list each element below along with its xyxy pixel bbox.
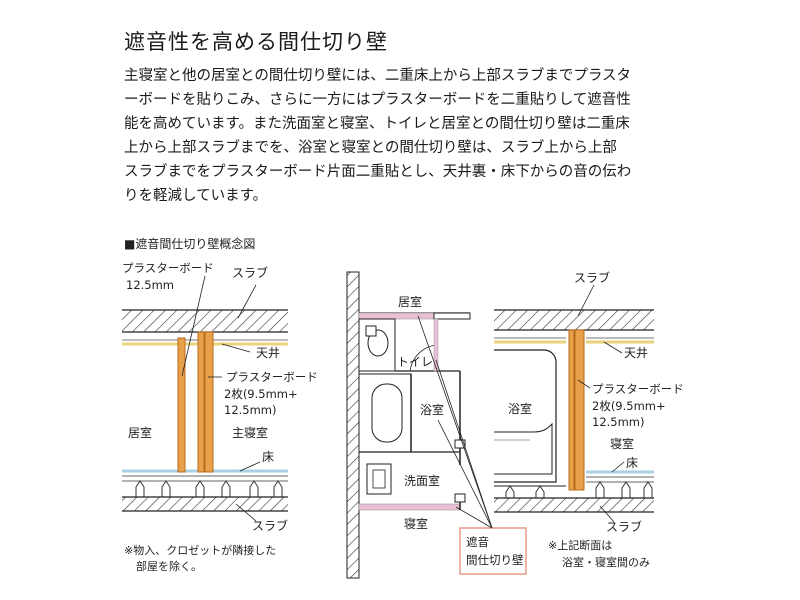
description-line: 能を高めています。また洗面室と寝室、トイレと居室との間仕切り壁は二重床 bbox=[124, 116, 630, 132]
figure-caption: ■遮音間仕切り壁概念図 bbox=[124, 236, 255, 251]
bottom-slab-right bbox=[494, 498, 654, 512]
page-title: 遮音性を高める間仕切り壁 bbox=[124, 30, 388, 54]
label-bath-right: 浴室 bbox=[508, 401, 532, 416]
top-slab-right bbox=[494, 310, 654, 330]
label-room-right: 主寝室 bbox=[232, 425, 268, 440]
sound-wall-living bbox=[358, 312, 435, 320]
gypsum-board-right-outer bbox=[574, 329, 585, 491]
description-line: りを軽減しています。 bbox=[124, 188, 268, 204]
description-line: 上から上部スラブまでを、浴室と寝室との間仕切り壁は、スラブ上から上部 bbox=[124, 140, 617, 156]
legend-box bbox=[459, 527, 527, 575]
right-section-diagram: スラブ 天井 浴室 プラスターボード 2枚(9.5mm+ 12.5mm) 寝室 … bbox=[494, 270, 684, 569]
label-ceiling: 天井 bbox=[256, 346, 280, 360]
note-line-2: 部屋を除く。 bbox=[136, 559, 202, 573]
label-board-single-size: 12.5mm bbox=[126, 278, 174, 292]
legend-line-2: 間仕切り壁 bbox=[466, 553, 524, 567]
label-room-left: 居室 bbox=[128, 425, 152, 440]
label-board-double-size-1: 2枚(9.5mm+ bbox=[224, 387, 298, 401]
description-line: ーボードを貼りこみ、さらに一方にはプラスターボードを二重貼りして遮音性 bbox=[124, 92, 631, 108]
top-slab bbox=[122, 310, 288, 332]
note-right-line-1: ※上記断面は bbox=[548, 538, 612, 552]
label-slab-top: スラブ bbox=[232, 265, 268, 280]
label-board-right: プラスターボード bbox=[592, 382, 684, 396]
label-washroom: 洗面室 bbox=[404, 473, 440, 488]
left-section-diagram: プラスターボード 12.5mm スラブ 天井 プラスターボード 2枚(9.5mm… bbox=[122, 261, 318, 573]
label-board-size-right-1: 2枚(9.5mm+ bbox=[592, 399, 666, 413]
gypsum-board-double-inner bbox=[197, 331, 205, 473]
gypsum-board-single bbox=[177, 337, 186, 473]
bottom-slab bbox=[122, 497, 288, 511]
note-line-1: ※物入、クロゼットが隣接した bbox=[124, 543, 276, 557]
label-bedroom: 寝室 bbox=[404, 516, 428, 531]
label-slab-top-right: スラブ bbox=[574, 270, 610, 285]
label-board-double-size-2: 12.5mm) bbox=[224, 403, 277, 417]
label-living: 居室 bbox=[398, 294, 422, 309]
note-right-line-2: 浴室・寝室間のみ bbox=[562, 555, 650, 569]
label-floor-right: 床 bbox=[626, 456, 638, 470]
label-bedroom-right: 寝室 bbox=[610, 436, 634, 451]
label-board-size-right-2: 12.5mm) bbox=[592, 415, 645, 429]
label-ceiling-right: 天井 bbox=[624, 346, 648, 360]
label-board-double: プラスターボード bbox=[226, 370, 318, 384]
label-bath: 浴室 bbox=[420, 402, 444, 417]
outer-wall bbox=[346, 271, 360, 579]
gypsum-board-double-outer bbox=[204, 331, 214, 473]
label-board-single: プラスターボード bbox=[122, 261, 214, 275]
label-toilet: トイレ bbox=[397, 355, 433, 369]
sound-wall-toilet bbox=[433, 318, 439, 372]
floor-plan-diagram: 遮音 間仕切り壁 居室 トイレ 浴室 洗面室 寝室 bbox=[346, 271, 527, 579]
description-text: 主寝室と他の居室との間仕切り壁には、二重床上から上部スラブまでプラスタ ーボード… bbox=[124, 64, 689, 208]
bathtub bbox=[371, 383, 403, 443]
legend-line-1: 遮音 bbox=[466, 535, 489, 549]
description-line: スラブまでをプラスターボード片面二重貼とし、天井裏・床下からの音の伝わ bbox=[124, 164, 632, 180]
description-line: 主寝室と他の居室との間仕切り壁には、二重床上から上部スラブまでプラスタ bbox=[124, 68, 632, 84]
floor-supports bbox=[135, 480, 283, 498]
label-floor: 床 bbox=[262, 450, 274, 464]
gypsum-board-right-inner bbox=[568, 329, 575, 491]
label-slab-bottom-right: スラブ bbox=[606, 519, 642, 534]
label-slab-bottom: スラブ bbox=[252, 518, 288, 533]
sound-wall-washroom bbox=[358, 503, 461, 511]
